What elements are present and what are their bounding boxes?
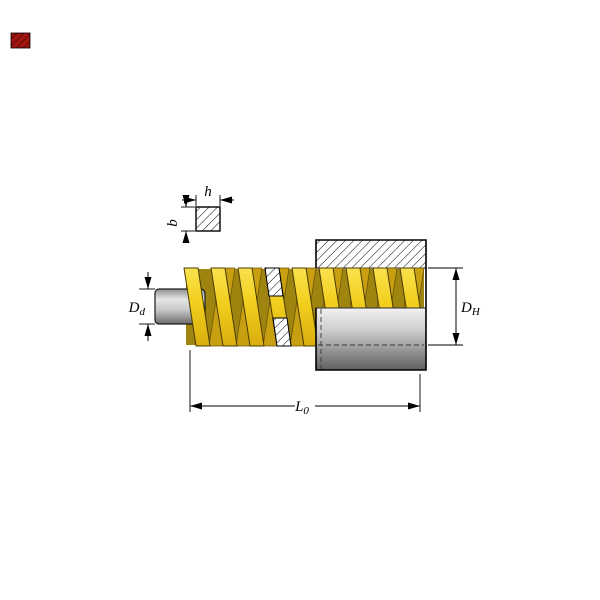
corner-marker	[10, 32, 31, 49]
spring-coil-front	[237, 267, 265, 347]
wire-cut-top	[264, 267, 284, 297]
wire-cut-bottom	[272, 317, 292, 347]
dim-label-L0-sub: 0	[303, 405, 309, 417]
dim-label-DH-sub: H	[471, 306, 481, 318]
dim-label-Dd-sub: d	[140, 306, 146, 318]
spring-coil-front	[210, 267, 238, 347]
dim-label-DH-main: D	[460, 300, 472, 316]
dimension-L0: L0	[189, 350, 421, 417]
dim-label-h: h	[204, 184, 212, 200]
housing-hatch-band	[315, 239, 427, 269]
dimension-DH: DH	[428, 267, 481, 346]
housing-shaded-face	[315, 307, 427, 371]
dim-label-Dd-main: D	[128, 300, 140, 316]
housing-block-section	[315, 239, 427, 269]
dimension-Dd: Dd	[128, 272, 155, 341]
spring-coil-front	[183, 267, 211, 347]
dim-label-L0-main: L	[294, 399, 303, 415]
dim-label-Dd: Dd	[128, 300, 146, 318]
corner-marker-swatch	[10, 32, 31, 49]
housing-lower-half	[315, 307, 427, 371]
dim-label-DH: DH	[460, 300, 481, 318]
dim-label-L0: L0	[294, 399, 309, 417]
housing-outline	[315, 239, 427, 371]
dim-label-b: b	[165, 219, 181, 227]
wire-cross-section-detail: h b	[165, 184, 234, 243]
wire-section-square	[195, 206, 221, 232]
